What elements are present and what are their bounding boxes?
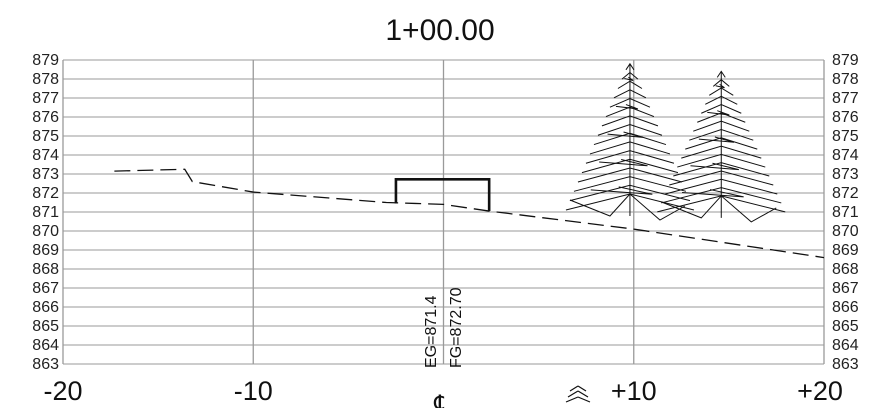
tree-branch: [661, 195, 777, 223]
y-tick-label: 866: [32, 299, 59, 316]
tree-branch: [693, 120, 750, 132]
y-tick-label: 872: [832, 185, 859, 202]
y-tick-label: 874: [32, 147, 59, 164]
tree-branch: [589, 141, 671, 155]
tree-branch: [593, 132, 667, 146]
y-tick-label: 864: [832, 337, 859, 354]
tree-branch: [689, 128, 754, 141]
x-tick-label: -20: [43, 376, 82, 406]
tree-branch: [624, 76, 634, 81]
tree: [657, 70, 786, 223]
x-tick-label: -10: [234, 376, 273, 406]
tree-branch: [615, 104, 639, 110]
x-tick-label: +20: [797, 376, 843, 406]
tree-branch: [590, 186, 653, 195]
tree-branch: [617, 80, 643, 89]
existing-ground-line: [114, 168, 825, 259]
y-tick-label: 868: [32, 261, 59, 278]
tree-branch: [601, 115, 659, 127]
y-tick-label: 875: [832, 128, 859, 145]
y-axis-left: 879 878 877 876 875 874 873 872 871 870 869 868 867 8…: [32, 52, 59, 373]
tree-branch: [697, 112, 746, 123]
y-axis-right: 879 878 877 876 875 874 873 872 871 870 869 868 867 8…: [832, 52, 859, 373]
tree-branch: [661, 187, 782, 204]
tree: [565, 62, 695, 221]
tree-branch: [581, 158, 679, 174]
tree-branch: [577, 167, 683, 183]
tree-branch: [621, 71, 639, 80]
tree-branch: [715, 83, 725, 89]
tree-branch: [569, 184, 691, 202]
tree-branch: [716, 70, 726, 78]
y-tick-label: 873: [832, 166, 859, 183]
tree-branch: [709, 87, 734, 96]
y-tick-label: 877: [832, 90, 859, 107]
tree-branch: [609, 97, 651, 108]
y-tick-label: 870: [32, 223, 59, 240]
y-tick-label: 863: [832, 356, 859, 373]
grid: [62, 59, 825, 365]
x-tick-label: +10: [611, 376, 657, 406]
y-tick-label: 874: [832, 147, 859, 164]
section-title: 1+00.00: [385, 14, 494, 47]
tree-icon: [565, 385, 591, 403]
y-tick-label: 864: [32, 337, 59, 354]
tree-branch: [665, 178, 778, 195]
tree-branch: [569, 193, 686, 221]
y-tick-label: 869: [32, 242, 59, 259]
tree-branch: [685, 137, 758, 150]
profile-lines: [114, 168, 825, 259]
y-tick-label: 871: [832, 204, 859, 221]
tree-branch: [701, 104, 742, 114]
y-tick-label: 872: [32, 185, 59, 202]
y-tick-label: 868: [832, 261, 859, 278]
y-tick-label: 877: [32, 90, 59, 107]
tree-branch: [597, 124, 663, 136]
tree-branch: [712, 79, 730, 87]
tree-branch: [681, 145, 762, 159]
trees: [565, 62, 786, 223]
y-tick-label: 865: [832, 318, 859, 335]
tree-branch: [613, 89, 647, 99]
y-tick-label: 863: [32, 356, 59, 373]
y-tick-label: 878: [832, 71, 859, 88]
y-tick-label: 879: [832, 52, 859, 69]
existing-ground-label: EG=871.4: [423, 295, 440, 368]
tree-branch: [573, 176, 687, 192]
y-tick-label: 876: [32, 109, 59, 126]
tree-branch: [669, 170, 774, 186]
centerline-icon: ℄: [433, 391, 450, 408]
tree-branch: [585, 150, 675, 164]
tree-branch: [625, 62, 635, 71]
y-tick-label: 871: [32, 204, 59, 221]
y-tick-label: 876: [832, 109, 859, 126]
y-tick-label: 875: [32, 128, 59, 145]
y-tick-label: 870: [832, 223, 859, 240]
tree-branch: [605, 106, 655, 117]
y-tick-label: 867: [32, 280, 59, 297]
finished-grade-line: [394, 178, 491, 212]
tree-branch: [705, 95, 738, 105]
y-tick-label: 865: [32, 318, 59, 335]
tree-branch: [682, 189, 744, 198]
y-tick-label: 879: [32, 52, 59, 69]
y-tick-label: 866: [832, 299, 859, 316]
tree-branch: [677, 153, 766, 168]
y-tick-label: 867: [832, 280, 859, 297]
tree-branch: [707, 110, 730, 116]
finished-grade-label: FG=872.70: [448, 287, 465, 368]
x-axis: -20 -10 +10 +20: [43, 376, 842, 406]
tree-branch: [673, 162, 770, 177]
y-tick-label: 878: [32, 71, 59, 88]
y-tick-label: 869: [832, 242, 859, 259]
y-tick-label: 873: [32, 166, 59, 183]
